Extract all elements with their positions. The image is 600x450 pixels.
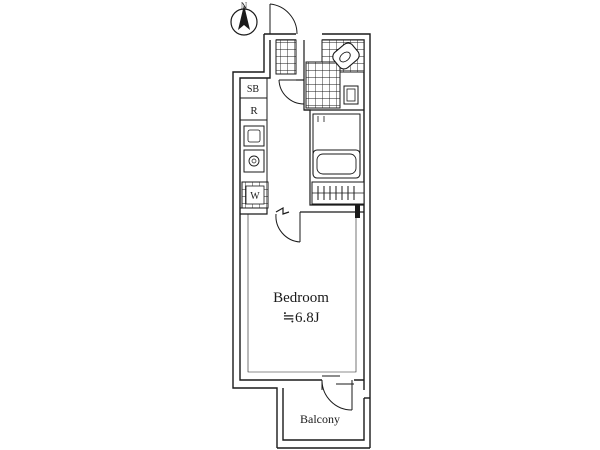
- washroom-tile-floor: [305, 61, 341, 109]
- stove-icon: [243, 149, 265, 173]
- closet: [311, 181, 365, 218]
- entrance-door: [269, 3, 298, 35]
- compass: N: [230, 1, 258, 36]
- compass-label: N: [241, 1, 248, 11]
- compass-needle-icon: [238, 5, 250, 30]
- wash-basin-icon: [343, 85, 359, 105]
- washer: W: [241, 181, 269, 209]
- kitchen-sink-icon: [243, 125, 265, 147]
- bedroom-door: [275, 212, 301, 243]
- balcony-door-swing: [321, 379, 353, 411]
- bathroom: [312, 113, 361, 179]
- washer-label: W: [250, 191, 260, 202]
- entrance-door-swing: [269, 3, 298, 35]
- toilet-icon: [332, 42, 360, 70]
- hallway-walls: [240, 206, 364, 215]
- balcony: Balcony: [300, 412, 340, 426]
- hanger-icon: [317, 186, 355, 200]
- bedroom-size: ≒6.8J: [282, 310, 319, 326]
- balcony-door: [321, 375, 354, 411]
- bedroom-name: Bedroom: [273, 290, 329, 306]
- refrigerator-label: R: [250, 105, 258, 117]
- refrigerator: R: [250, 105, 258, 117]
- washroom-door: [278, 79, 305, 105]
- shoe-box: SB: [247, 84, 260, 95]
- bedroom: Bedroom ≒6.8J: [247, 212, 357, 373]
- bedroom-door-swing: [275, 213, 301, 243]
- entrance-tile-floor: [275, 39, 297, 75]
- balcony-name: Balcony: [300, 412, 340, 426]
- shoe-box-label: SB: [247, 84, 260, 95]
- bathtub-icon: [312, 149, 361, 179]
